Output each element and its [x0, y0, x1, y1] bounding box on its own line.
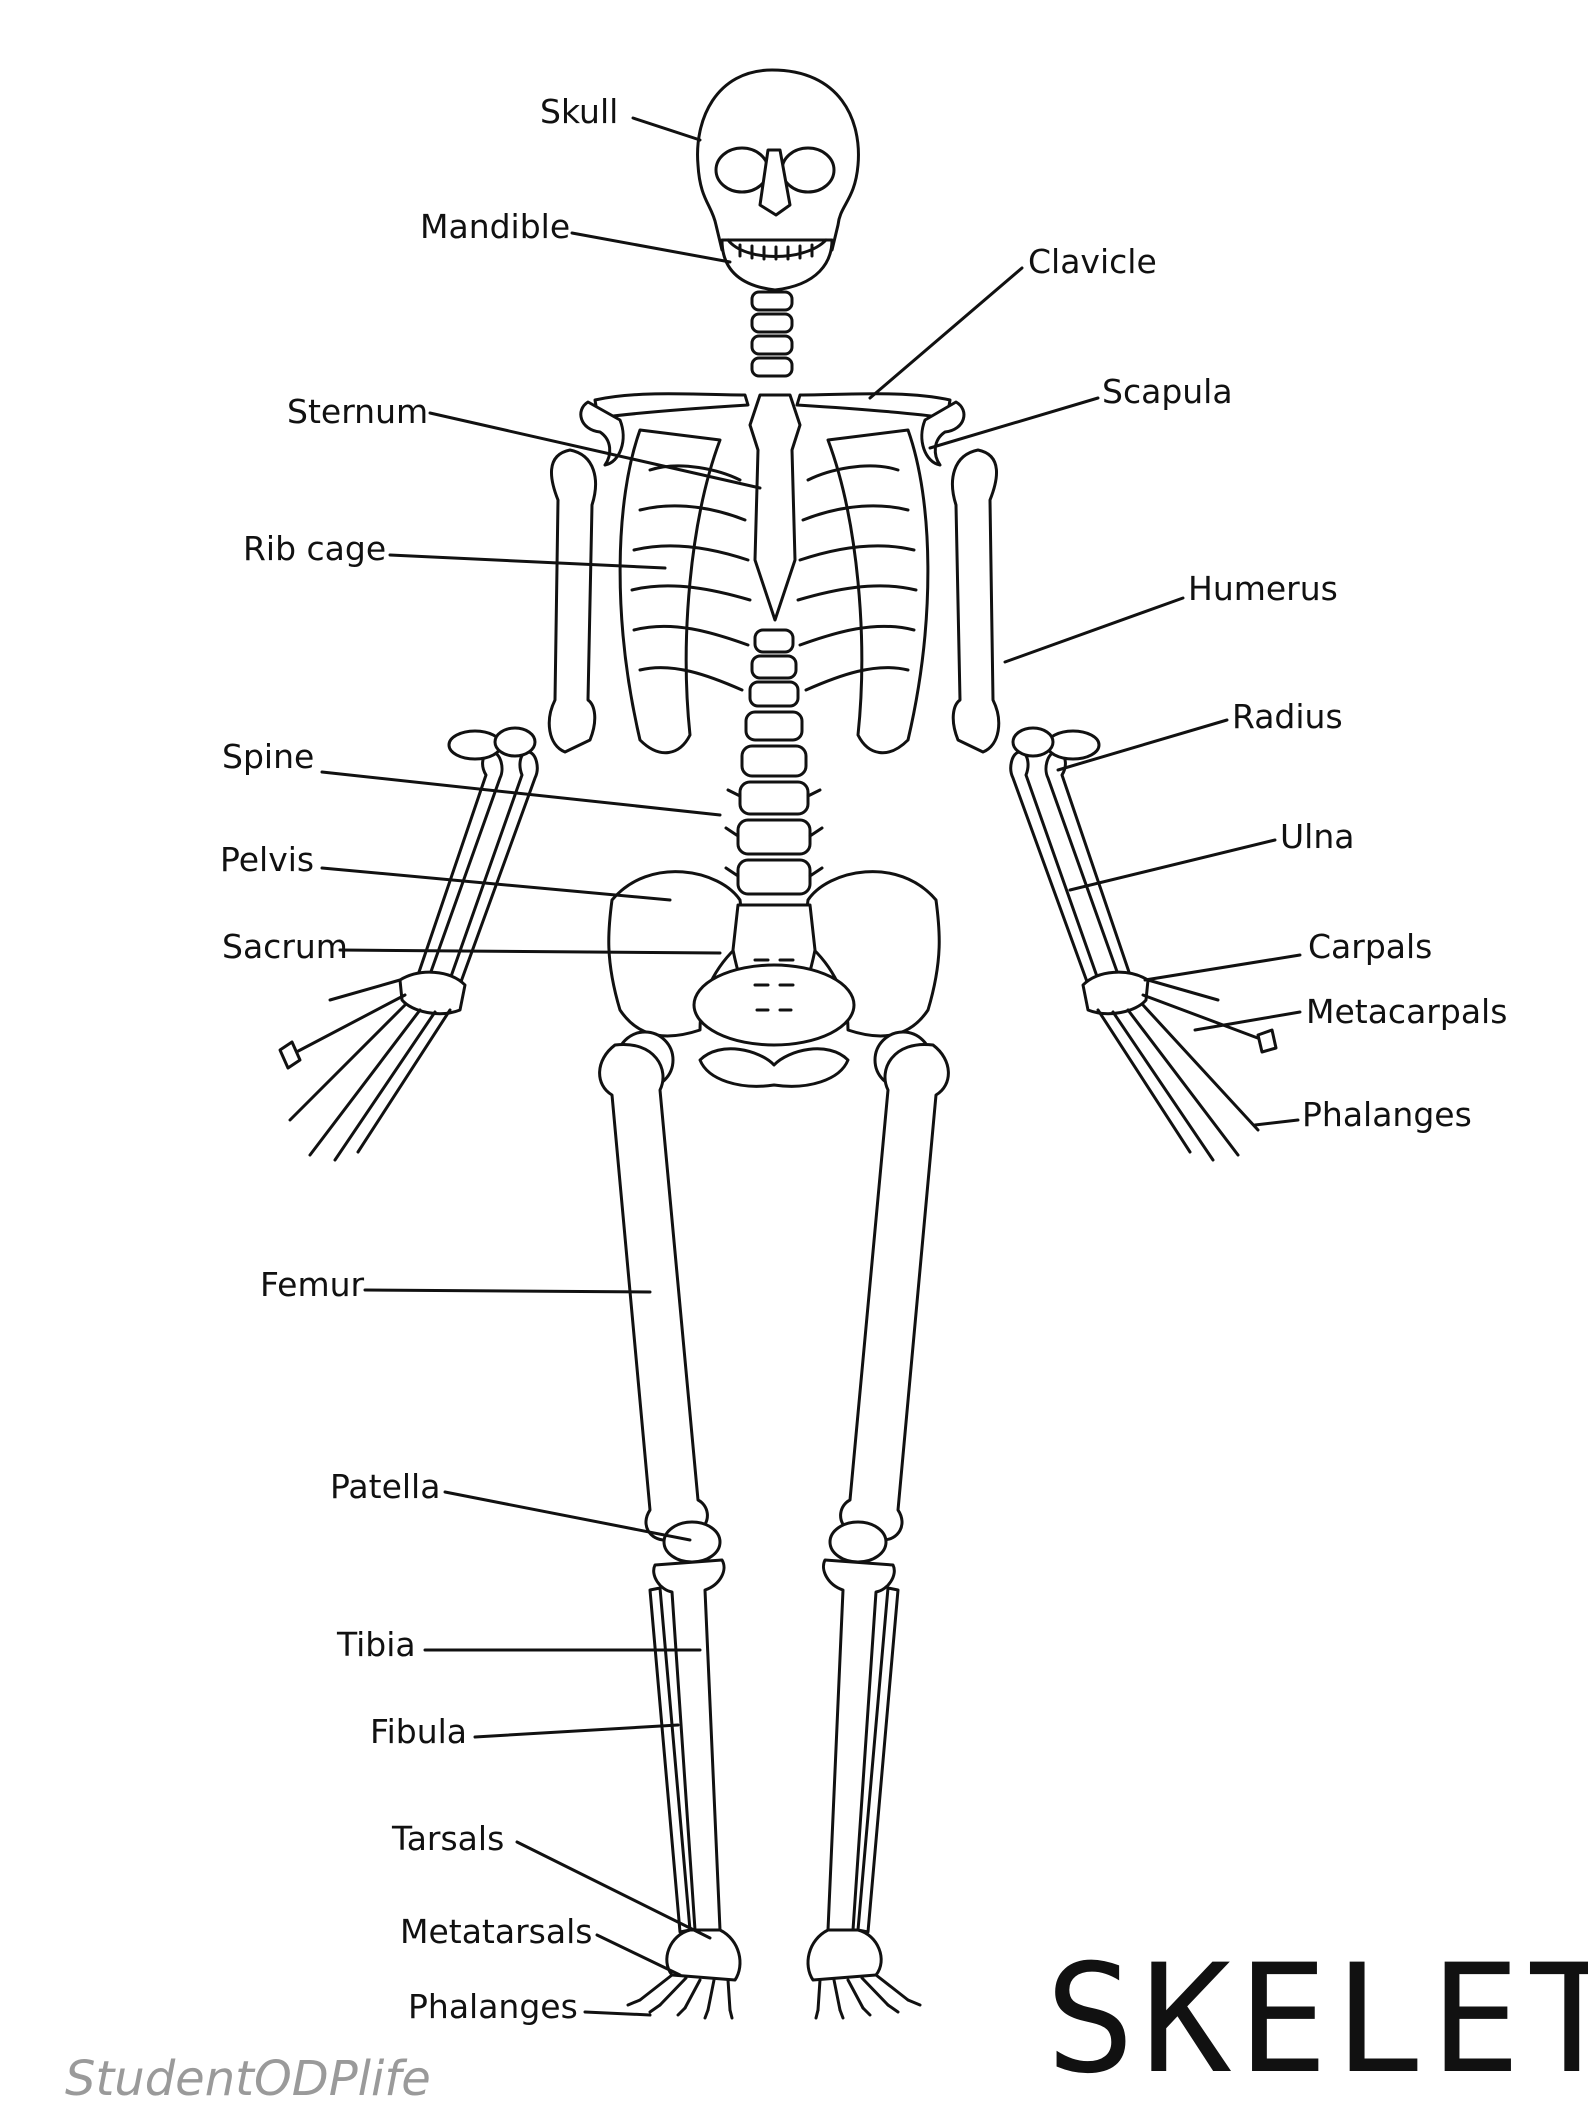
label-radius: Radius — [1232, 697, 1343, 736]
label-skull: Skull — [540, 92, 619, 131]
right-leg-drawing — [806, 1043, 950, 2020]
label-patella: Patella — [330, 1467, 441, 1506]
label-tarsals: Tarsals — [392, 1819, 505, 1858]
label-sternum: Sternum — [287, 392, 429, 431]
label-femur: Femur — [260, 1265, 365, 1304]
label-metatarsals: Metatarsals — [400, 1912, 593, 1951]
shoulder-girdle-drawing — [579, 392, 966, 467]
label-sacrum: Sacrum — [222, 927, 348, 966]
label-pelvis: Pelvis — [220, 840, 315, 879]
label-clavicle: Clavicle — [1028, 242, 1157, 281]
watermark: StudentODPlife — [65, 2051, 431, 2107]
label-phalanges-hand: Phalanges — [1302, 1095, 1472, 1134]
label-scapula: Scapula — [1102, 372, 1233, 411]
right-arm-drawing — [951, 448, 1278, 1162]
label-mandible: Mandible — [420, 207, 571, 246]
label-carpals: Carpals — [1308, 927, 1433, 966]
left-leg-drawing — [598, 1043, 742, 2020]
leader-lines — [320, 116, 1302, 2017]
spine-drawing — [724, 628, 824, 896]
cervical-spine-drawing — [750, 290, 794, 378]
label-tibia: Tibia — [337, 1625, 416, 1664]
label-humerus: Humerus — [1188, 569, 1338, 608]
label-metacarpals: Metacarpals — [1306, 992, 1508, 1031]
diagram-title: SKELETON — [1045, 1933, 1588, 2107]
sternum-drawing — [748, 393, 802, 622]
label-rib-cage: Rib cage — [243, 529, 387, 568]
label-ulna: Ulna — [1280, 817, 1355, 856]
left-arm-drawing — [278, 448, 597, 1162]
label-spine: Spine — [222, 737, 315, 776]
label-fibula: Fibula — [370, 1712, 468, 1751]
rib-cage-drawing — [618, 428, 930, 755]
mandible-drawing — [720, 238, 834, 292]
label-phalanges-foot: Phalanges — [408, 1987, 578, 2026]
skull-drawing — [696, 68, 860, 252]
pelvis-drawing — [607, 870, 941, 1090]
